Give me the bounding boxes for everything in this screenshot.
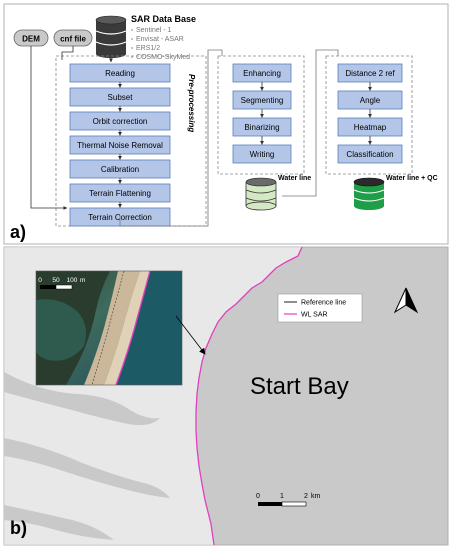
database-mission: COSMO-SkyMed: [136, 54, 190, 61]
database-title: SAR Data Base: [131, 14, 196, 24]
north-arrow-icon: [393, 287, 419, 314]
panel-a: DEM cnf file SAR Data Base Sentinel - 1 …: [3, 3, 449, 245]
waterline-group: [217, 55, 305, 175]
waterline-step-box: [232, 144, 292, 164]
preprocessing-step-label: Thermal Noise Removal: [77, 141, 163, 150]
water-line-database-icon: [245, 177, 277, 211]
qc-step-label: Heatmap: [354, 123, 387, 132]
waterline-step-label: Enhancing: [243, 69, 281, 78]
water-line-qc-database-icon: [353, 177, 385, 210]
database-mission: Envisat - ASAR: [136, 36, 184, 43]
inset-scale-tick: 0: [38, 277, 42, 284]
database-mission: ERS1/2: [136, 45, 160, 52]
inset-callout-arrow: [175, 315, 206, 355]
estuary: [4, 372, 160, 426]
waterline-to-qc-connector: [282, 49, 339, 197]
map-scale-bar: 0 1 2 km: [256, 493, 321, 507]
waterline-step-label: Writing: [250, 150, 275, 159]
legend: Reference line WL SAR: [277, 293, 363, 323]
map-scale-tick: 1: [280, 493, 284, 500]
database-icon: [95, 15, 127, 58]
water-line-output-label: Water line: [278, 175, 311, 182]
inset-scale-bar: 0 50 100 m: [38, 277, 85, 290]
map-scale-tick: 0: [256, 493, 260, 500]
cnf-file-label: cnf file: [60, 35, 86, 44]
cnf-connector: [61, 46, 74, 60]
legend-wl-sar-label: WL SAR: [301, 312, 328, 319]
estuary: [4, 505, 114, 540]
dem-label: DEM: [22, 35, 40, 44]
database-mission: Sentinel - 1: [136, 27, 172, 34]
dem-to-terrain-arrow: [30, 46, 68, 210]
inset-scale-tick: 50: [52, 277, 60, 284]
bay-label: Start Bay: [250, 373, 349, 400]
qc-step-box: [337, 144, 403, 164]
waterline-sar: [195, 246, 303, 546]
preprocessing-step-label: Subset: [108, 93, 134, 102]
water-line-qc-output-label: Water line + QC: [386, 175, 438, 182]
map-scale-unit: km: [311, 493, 321, 500]
panel-b-label: b): [10, 518, 27, 538]
preprocessing-step-label: Orbit correction: [93, 117, 148, 126]
inset-scale-unit: m: [80, 277, 85, 284]
preprocessing-step-label: Terrain Flattening: [89, 189, 151, 198]
map-scale-tick: 2: [304, 493, 308, 500]
preprocessing-step-label: Reading: [105, 69, 135, 78]
pre-to-waterline-connector: [119, 49, 223, 227]
qc-step-label: Distance 2 ref: [345, 69, 395, 78]
waterline-step-label: Segmenting: [241, 96, 284, 105]
legend-reference-label: Reference line: [301, 300, 346, 307]
waterline-step-label: Binarizing: [244, 123, 279, 132]
qc-group: [325, 55, 413, 175]
inset-scale-tick: 100: [67, 277, 78, 284]
qc-step-label: Angle: [360, 96, 381, 105]
inset-satellite-image: [35, 270, 183, 386]
estuary: [4, 438, 170, 498]
qc-step-label: Classification: [346, 150, 393, 159]
preprocessing-label: Pre-processing: [187, 74, 196, 132]
preprocessing-step-label: Calibration: [101, 165, 139, 174]
panel-b: 0 50 100 m Reference line WL SAR Start B…: [3, 246, 449, 546]
panel-a-label: a): [10, 222, 26, 242]
